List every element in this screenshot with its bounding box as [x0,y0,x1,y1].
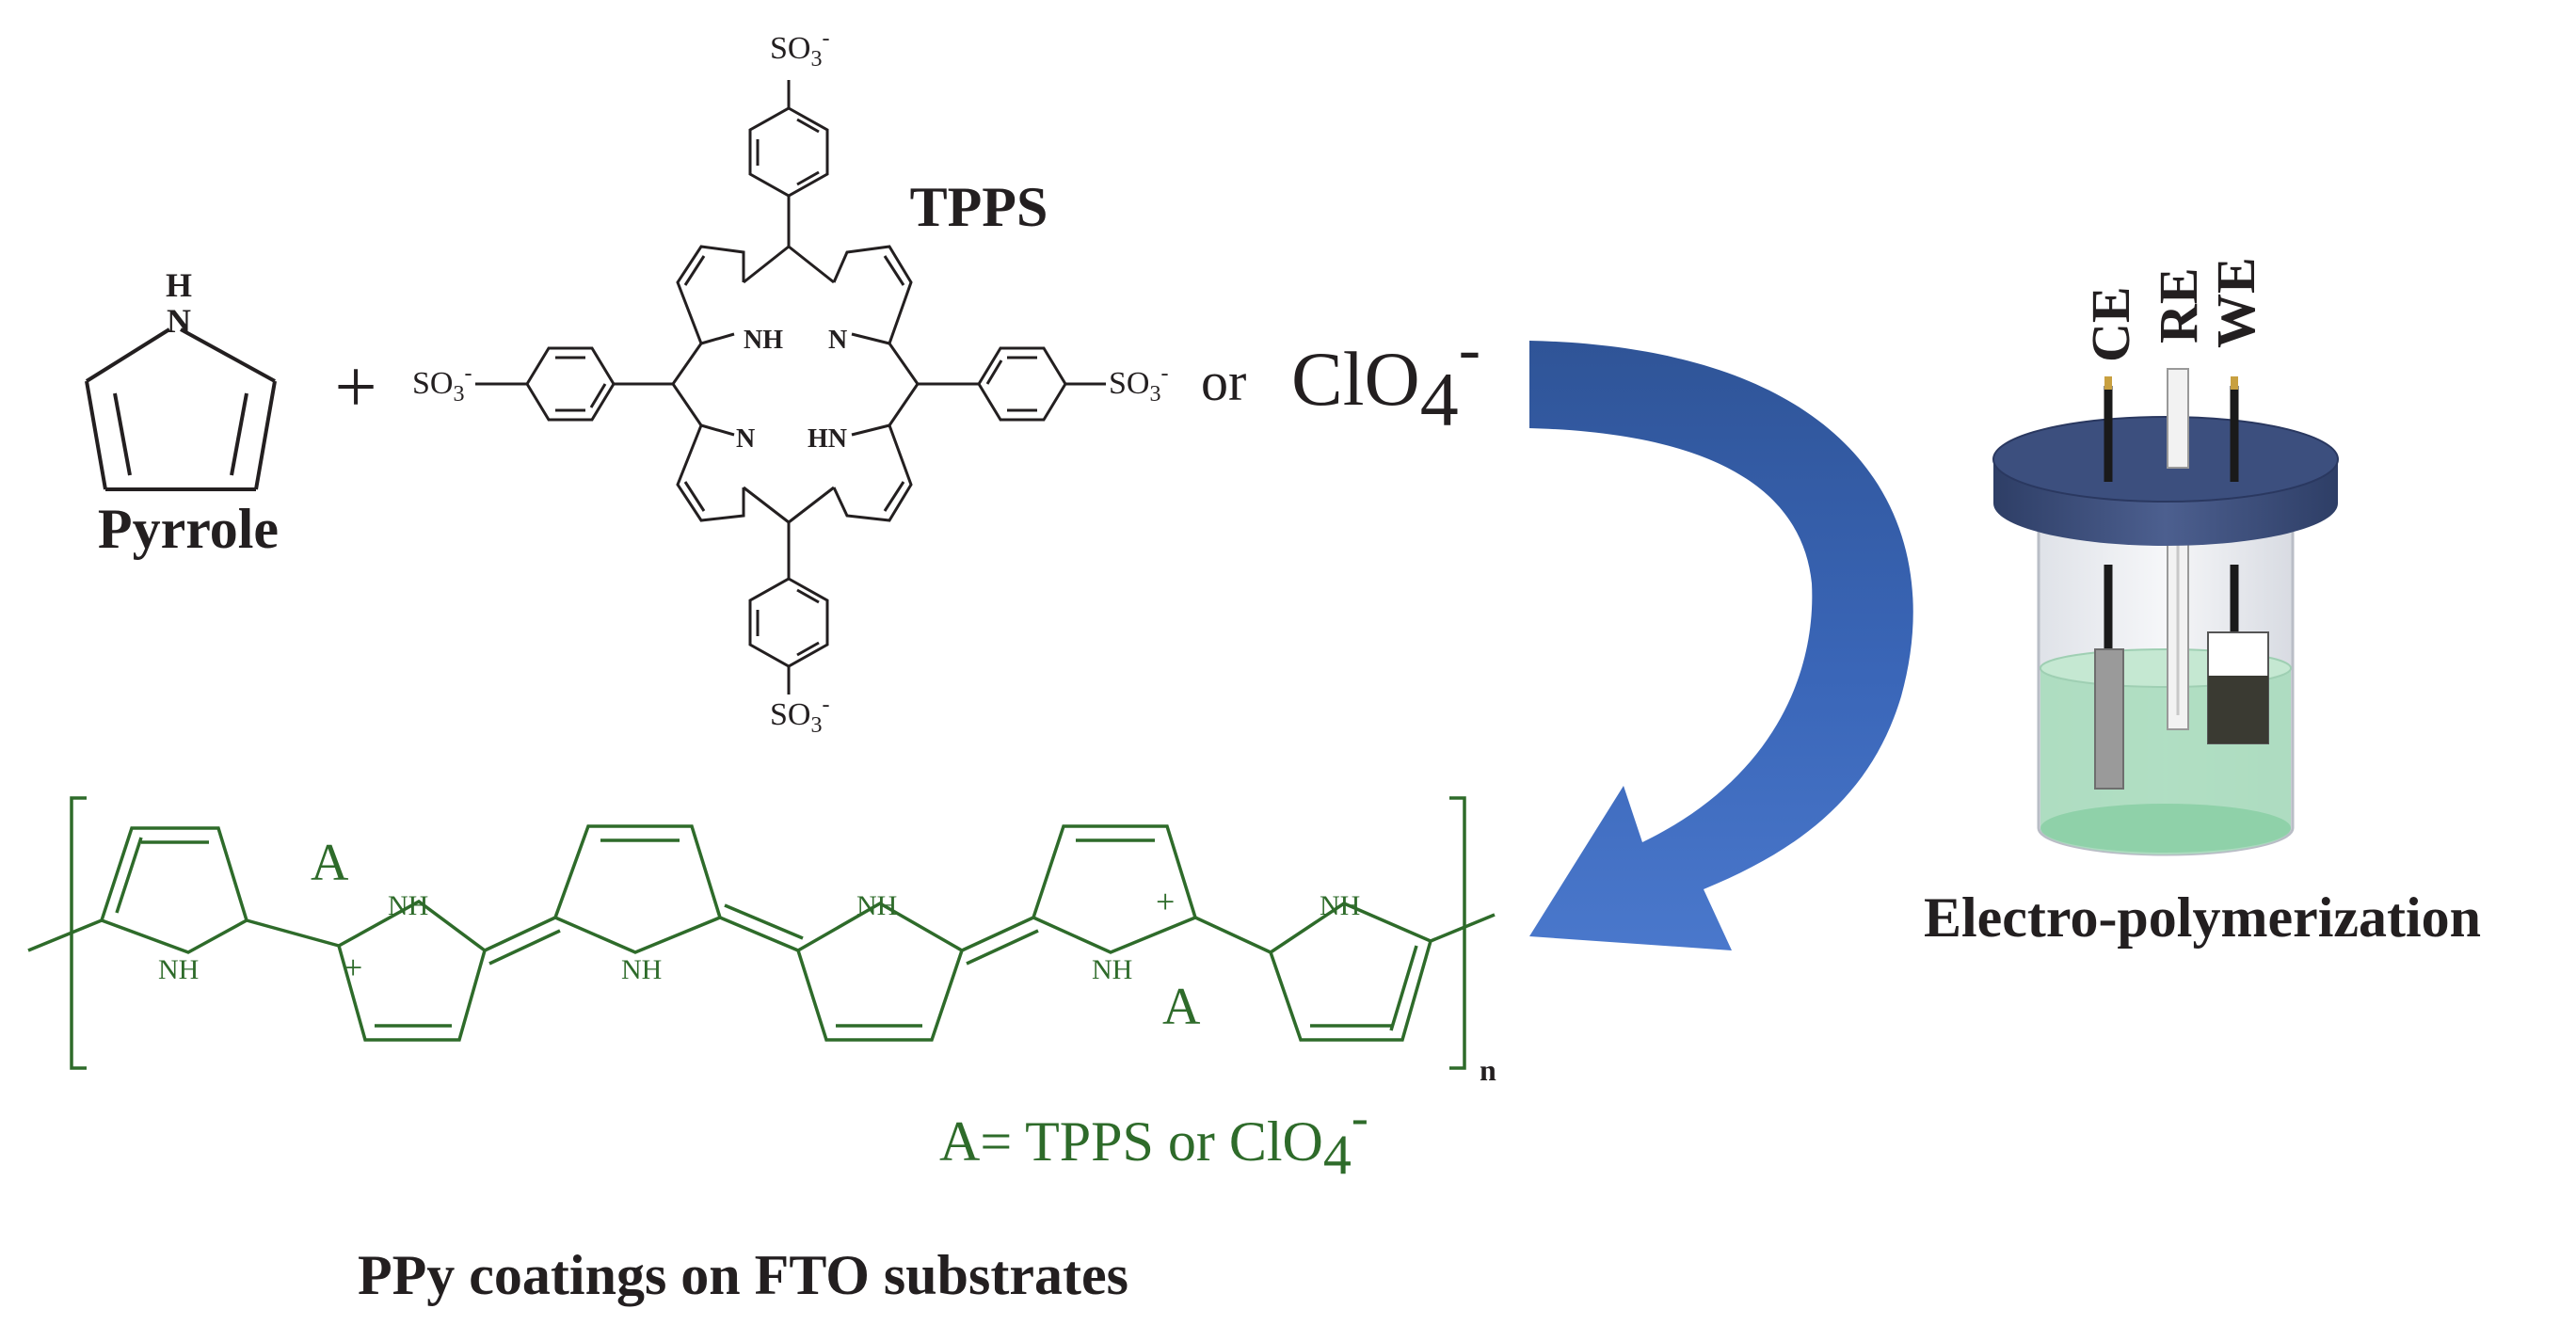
tpps-n-atom-bottom: N [736,424,755,454]
tpps-label: TPPS [910,176,1048,238]
nh-ring-2: NH [388,890,428,921]
nh-ring-6: NH [1320,890,1360,921]
so3-group-right: SO3- [1109,361,1168,407]
anion-label-2: A [1162,978,1201,1036]
we-label: WE [2205,257,2266,348]
tpps-structure: NH N N HN SO3- SO3- SO3- SO3- TPPS [412,26,1168,738]
electrochemical-cell: CE RE WE Electro-polymerization [1924,257,2481,949]
nh-ring-5: NH [1092,954,1132,985]
figure-caption: PPy coatings on FTO substrates [358,1244,1128,1306]
so3-group-top: SO3- [770,26,829,72]
plus-charge-1: + [344,949,362,986]
repeat-subscript: n [1480,1053,1496,1087]
pyrrole-n-atom: N [167,302,191,340]
pyrrole-label: Pyrrole [98,498,279,560]
so3-group-left: SO3- [412,361,472,407]
reference-electrode-top [2167,368,2189,469]
reaction-arrow [1529,341,1913,950]
plus-sign: + [334,346,376,429]
cell-caption: Electro-polymerization [1924,886,2481,949]
tpps-nh-atom: NH [744,326,783,355]
anion-label-1: A [311,834,349,892]
nh-ring-4: NH [856,890,897,921]
nh-ring-1: NH [158,954,199,985]
re-label: RE [2148,267,2209,343]
perchlorate-formula: ClO4- [1291,313,1480,442]
pyrrole-structure: H N Pyrrole [85,266,279,560]
ppy-coating [2208,676,2268,743]
anion-legend: A= TPPS or ClO4- [939,1089,1368,1186]
plus-charge-2: + [1156,883,1175,920]
polypyrrole-structure: NH NH NH NH NH NH + + A A n A= TPPS or C… [27,796,1496,1186]
or-text: or [1201,351,1246,412]
so3-group-bottom: SO3- [770,693,829,738]
nh-ring-3: NH [621,954,662,985]
ce-label: CE [2080,286,2141,362]
tpps-n-atom-top: N [828,326,847,355]
pyrrole-h-atom: H [166,266,192,304]
counter-electrode-plate [2094,648,2124,790]
tpps-hn-atom: HN [808,424,847,454]
